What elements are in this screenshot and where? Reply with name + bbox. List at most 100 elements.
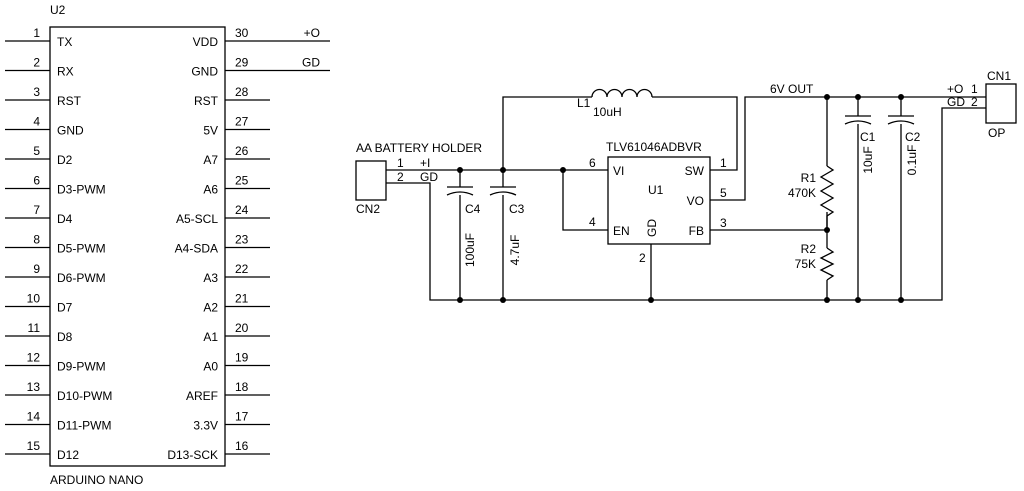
pin-number: 28	[235, 85, 249, 99]
c2-ref: C2	[905, 130, 921, 144]
output-pin2-num: 2	[971, 95, 978, 109]
capacitor-c4: C4 100uF	[446, 170, 481, 300]
regulator-fb-num: 3	[720, 216, 727, 230]
pin-number: 18	[235, 380, 249, 394]
battery-connector-body	[355, 160, 387, 201]
pin-label: D3-PWM	[57, 183, 106, 197]
pin-label: A6	[203, 183, 218, 197]
arduino-pin-right: 17 3.3V	[193, 410, 270, 433]
regulator-sw-label: SW	[685, 164, 705, 178]
pin-label: 5V	[203, 124, 218, 138]
pin-label: A7	[203, 153, 218, 167]
c4-plate-bottom	[446, 191, 474, 196]
battery-ref: CN2	[356, 202, 380, 216]
junction-dot	[824, 297, 830, 303]
inductor-value: 10uH	[593, 105, 622, 119]
inductor-ref: L1	[577, 96, 591, 110]
battery-pin2-num: 2	[397, 170, 404, 184]
pin-label: RX	[57, 65, 74, 79]
output-pin1-num: 1	[971, 82, 978, 96]
vout-wire	[710, 96, 986, 201]
battery-holder: AA BATTERY HOLDER CN2 1 +I 2 GD	[355, 141, 482, 216]
pin-number: 27	[235, 115, 249, 129]
regulator-vi-num: 6	[589, 156, 596, 170]
pin-number: 24	[235, 203, 249, 217]
pin-label: 3.3V	[193, 419, 218, 433]
output-connector: CN1 OP +O 1 GD 2	[947, 69, 1017, 140]
output-pin1-label: +O	[947, 82, 963, 96]
resistor-r2: R2 75K	[795, 242, 835, 281]
battery-title: AA BATTERY HOLDER	[356, 141, 482, 155]
inductor-right-wire	[652, 96, 738, 171]
capacitor-c1: C1 10uF	[844, 97, 876, 300]
arduino-left-pins: 1TX2RX3RST4GND5D26D3-PWM7D48D5-PWM9D6-PW…	[5, 26, 112, 462]
arduino-pin-left: 1TX	[5, 26, 72, 49]
output-connector-body	[985, 83, 1017, 124]
net-label: +O	[304, 26, 320, 40]
regulator-part: TLV61046ADBVR	[606, 140, 702, 154]
inductor-left-wire	[502, 96, 592, 170]
pin-label: TX	[57, 35, 72, 49]
regulator-gd-num: 2	[639, 251, 646, 265]
r1-ref: R1	[801, 171, 817, 185]
pin-number: 5	[33, 144, 40, 158]
pin-label: AREF	[186, 389, 218, 403]
pin-label: D10-PWM	[57, 389, 112, 403]
pin-label: D5-PWM	[57, 242, 106, 256]
pin-number: 26	[235, 144, 249, 158]
pin-number: 2	[33, 56, 40, 70]
pin-number: 14	[27, 410, 41, 424]
regulator-vi-label: VI	[613, 164, 624, 178]
arduino-body	[49, 26, 226, 467]
pin-label: A3	[203, 271, 218, 285]
capacitor-c2: C2 0.1uF	[887, 97, 921, 300]
c1-value: 10uF	[861, 146, 875, 173]
c2-plate-bottom	[887, 120, 915, 125]
capacitor-c3: C3 4.7uF	[489, 170, 525, 300]
pin-label: D11-PWM	[57, 419, 111, 433]
arduino-pin-left: 8D5-PWM	[5, 233, 106, 256]
pin-label: D2	[57, 153, 73, 167]
pin-number: 1	[33, 26, 40, 40]
c4-value: 100uF	[463, 233, 477, 267]
pin-number: 20	[235, 321, 249, 335]
regulator-u1: TLV61046ADBVR U1 VI 6 EN 4 SW 1 VO 5 FB …	[589, 140, 727, 265]
arduino-pin-left: 6D3-PWM	[5, 174, 106, 197]
arduino-pin-left: 5D2	[5, 144, 73, 167]
regulator-en-num: 4	[589, 215, 596, 229]
arduino-right-pins: 30VDD+O29GNDGD28RST275V26A725A624A5-SCL2…	[167, 26, 330, 462]
enable-wire	[562, 170, 608, 231]
pin-label: D8	[57, 330, 73, 344]
c3-ref: C3	[509, 202, 525, 216]
pin-number: 17	[235, 410, 249, 424]
r2-value: 75K	[795, 257, 816, 271]
arduino-ref: U2	[50, 3, 66, 17]
inductor-coil	[591, 88, 653, 98]
pin-label: D4	[57, 212, 73, 226]
pin-label: D12	[57, 448, 79, 462]
arduino-pin-left: 2RX	[5, 56, 74, 79]
pin-number: 16	[235, 439, 249, 453]
arduino-pin-left: 9D6-PWM	[5, 262, 106, 285]
output-ref: CN1	[987, 69, 1011, 83]
pin-label: D6-PWM	[57, 271, 106, 285]
battery-pin2-label: GD	[420, 170, 438, 184]
pin-label: RST	[194, 94, 219, 108]
c3-plate-bottom	[489, 191, 517, 196]
pin-label: A1	[203, 330, 218, 344]
pin-number: 23	[235, 233, 249, 247]
r2-ref: R2	[801, 242, 817, 256]
pin-number: 19	[235, 351, 249, 365]
